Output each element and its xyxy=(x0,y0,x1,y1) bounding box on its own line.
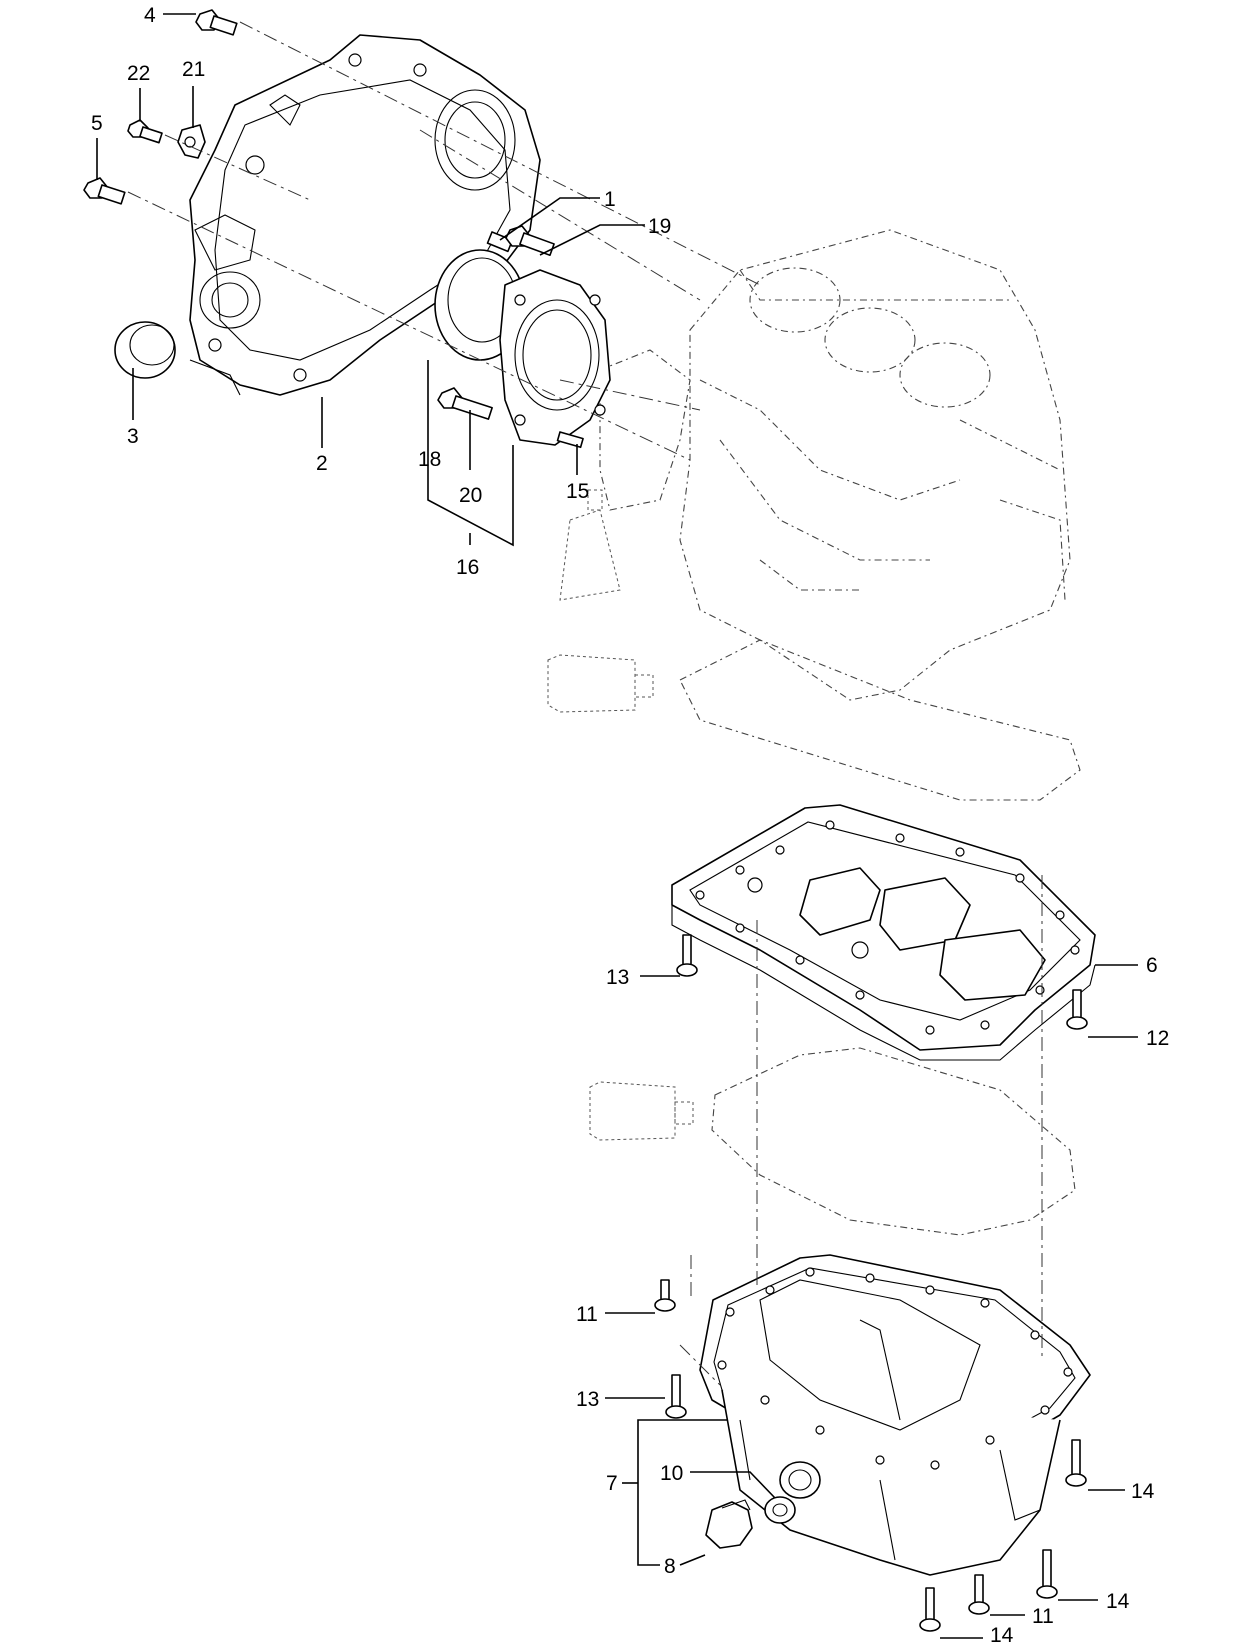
callout-13: 13 xyxy=(606,966,629,989)
pin xyxy=(556,431,584,449)
callout-12: 12 xyxy=(1146,1027,1169,1050)
engine-block-ghost xyxy=(679,229,1071,701)
callout-13: 13 xyxy=(576,1388,599,1411)
callout-8: 8 xyxy=(664,1555,676,1578)
sealant-tube-icon xyxy=(547,654,654,713)
callout-21: 21 xyxy=(182,58,205,81)
callout-15: 15 xyxy=(566,480,589,503)
block-gasket-ghost xyxy=(679,639,1081,801)
oil-pan-stiffener xyxy=(671,804,1096,1061)
bolt-icon xyxy=(676,934,698,977)
callout-11: 11 xyxy=(1032,1605,1054,1628)
callout-22: 22 xyxy=(127,62,150,85)
callout-leaders xyxy=(96,13,1138,1639)
bolt-icon xyxy=(968,1574,990,1615)
bolt-icon xyxy=(1066,989,1088,1030)
callout-10: 10 xyxy=(660,1462,683,1485)
callout-3: 3 xyxy=(127,425,139,448)
sealant-tube-icon xyxy=(559,489,621,601)
assembly-centerlines xyxy=(127,21,1043,1386)
washer xyxy=(764,1496,796,1524)
callout-labels: 4 22 21 5 3 2 1 19 18 20 15 16 13 6 12 1… xyxy=(91,4,1169,1642)
callout-2: 2 xyxy=(316,452,328,475)
bolt-icon xyxy=(654,1279,676,1312)
callout-14: 14 xyxy=(1131,1480,1155,1503)
sensor-icon xyxy=(177,124,206,159)
callout-4: 4 xyxy=(144,4,156,27)
bolt-icon xyxy=(127,119,163,144)
bolt-icon xyxy=(665,1374,687,1419)
oil-pan-gasket-ghost xyxy=(711,1047,1076,1236)
bolt-icon xyxy=(195,9,238,36)
front-gasket-ghost xyxy=(599,349,691,511)
callout-19: 19 xyxy=(648,215,671,238)
callout-14: 14 xyxy=(1106,1590,1130,1613)
oil-pan xyxy=(699,1254,1091,1576)
callout-7: 7 xyxy=(606,1472,618,1495)
bolt-icon xyxy=(919,1587,941,1632)
expansion-plug xyxy=(114,321,176,379)
dowel-pin xyxy=(486,231,514,253)
callout-18: 18 xyxy=(418,448,441,471)
callout-6: 6 xyxy=(1146,954,1158,977)
seal-retainer xyxy=(499,269,611,446)
callout-5: 5 xyxy=(91,112,103,135)
callout-11: 11 xyxy=(576,1303,598,1326)
drain-plug xyxy=(705,1499,753,1549)
flywheel-housing xyxy=(189,34,541,396)
bolt-icon xyxy=(1065,1439,1087,1487)
callout-1: 1 xyxy=(604,188,616,211)
bolt-icon xyxy=(437,387,493,420)
bolt-icon xyxy=(1036,1549,1058,1599)
sealant-tube-icon xyxy=(589,1081,694,1141)
callout-14: 14 xyxy=(990,1624,1014,1642)
bolt-icon xyxy=(83,177,126,205)
callout-16: 16 xyxy=(456,556,479,579)
callout-20: 20 xyxy=(459,484,482,507)
